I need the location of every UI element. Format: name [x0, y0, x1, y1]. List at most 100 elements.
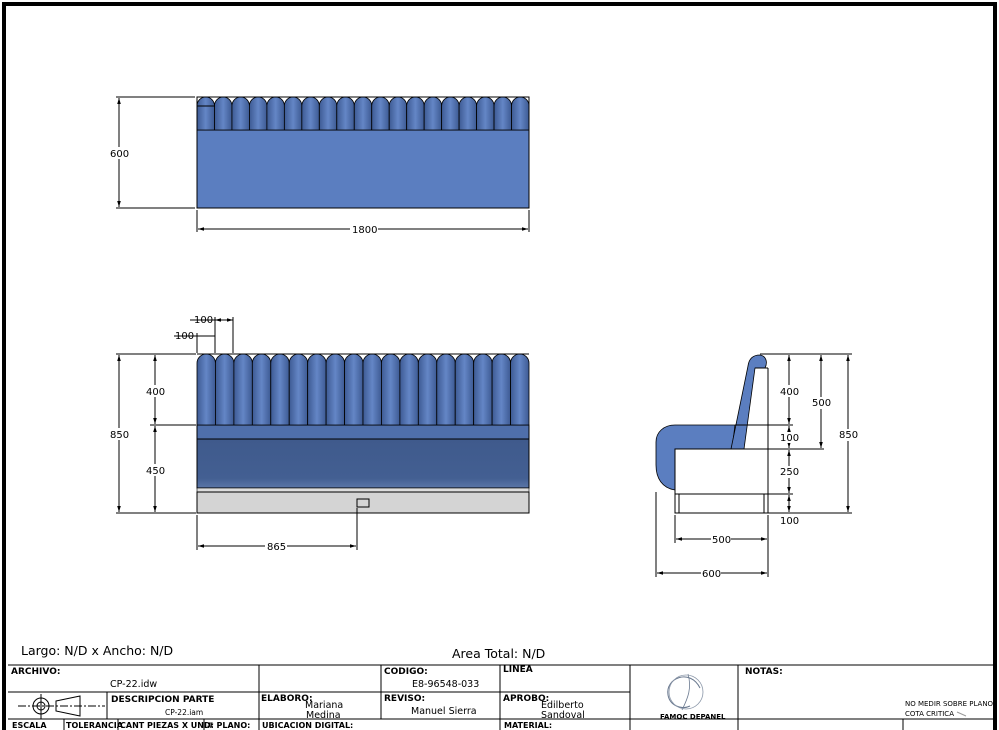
cushion — [214, 96, 233, 131]
dim-label: 850 — [839, 430, 858, 441]
armrest — [655, 424, 736, 491]
backrest — [730, 354, 767, 450]
cushion — [371, 96, 390, 131]
dim-label: 850 — [110, 430, 129, 441]
cushion — [458, 96, 477, 131]
reviso-value: Manuel Sierra — [411, 706, 477, 717]
elaboro-value-2: Medina — [306, 710, 341, 721]
descripcion-value: CP-22.iam — [165, 708, 203, 717]
cushion — [417, 353, 438, 426]
cushion — [251, 353, 272, 426]
cushion — [473, 353, 493, 426]
aprobo-label: APROBO: — [503, 694, 549, 704]
elaboro-value: Mariana — [305, 700, 343, 711]
dim-label: 500 — [812, 398, 831, 409]
dim-top-width: 1800 — [196, 210, 530, 236]
legs — [674, 493, 769, 514]
nota-cota-critica: COTA CRITICA — [905, 710, 954, 718]
nota-no-medir: NO MEDIR SOBRE PLANO — [905, 700, 994, 708]
title-block: ARCHIVO: CP-22.idw CODIGO: E8-96548-033 … — [8, 664, 994, 730]
dim-front-height: 850 400 450 — [108, 353, 196, 514]
cushion — [362, 353, 382, 426]
cushion — [318, 96, 338, 131]
top-view-body — [196, 129, 530, 209]
cant-label: CANT PIEZAS X UND: — [120, 721, 214, 730]
dim-label: 250 — [780, 467, 799, 478]
aprobo-value: Edilberto — [541, 700, 584, 711]
ubicacion-label: UBICACION DIGITAL: — [262, 721, 353, 730]
cushion — [493, 96, 512, 131]
cushion — [454, 353, 475, 426]
cushion — [336, 96, 355, 131]
linea-label: LINEA — [503, 665, 533, 675]
cushion — [381, 353, 401, 426]
front-view-cushions — [196, 353, 530, 426]
cushion — [196, 353, 216, 426]
cushion — [511, 96, 530, 131]
plano-label: # PLANO: — [207, 721, 250, 730]
dim-label: 100 — [780, 433, 799, 444]
cushion — [388, 96, 408, 131]
cushion — [270, 353, 290, 426]
aprobo-value-2: Sandoval — [541, 710, 585, 721]
cushion — [215, 353, 235, 426]
top-view: 600 1800 — [108, 96, 530, 236]
cushion — [196, 96, 215, 131]
area-summary: Area Total: N/D — [452, 646, 545, 661]
cushion — [491, 353, 511, 426]
cushion — [406, 96, 425, 131]
elaboro-label: ELABORO: — [261, 694, 313, 704]
dim-front-cushion: 100 100 — [174, 315, 234, 353]
dim-label: 400 — [780, 387, 799, 398]
dim-label: 100 — [780, 516, 799, 527]
cushion — [399, 353, 419, 426]
projection-symbol-icon — [18, 694, 105, 719]
dim-label: 500 — [712, 535, 731, 546]
codigo-value: E8-96548-033 — [412, 679, 479, 690]
cushion — [344, 353, 364, 426]
archivo-value: CP-22.idw — [110, 679, 157, 690]
dim-label: 100 — [194, 315, 213, 326]
company-logo: FAMOC DEPANEL — [660, 673, 726, 721]
dim-label: 100 — [175, 331, 194, 342]
dim-label: 865 — [267, 542, 286, 553]
cushion — [510, 353, 530, 426]
side-dims: 400 100 250 100 500 850 500 600 — [655, 353, 858, 580]
cota-critica-icon — [956, 711, 967, 717]
cushion — [476, 96, 495, 131]
size-summary: Largo: N/D x Ancho: N/D — [21, 643, 173, 658]
cushion — [283, 96, 303, 131]
cushion — [436, 353, 456, 426]
cushion — [307, 353, 327, 426]
cushion — [441, 96, 460, 131]
cushion — [325, 353, 345, 426]
front-view: 850 400 450 100 100 865 — [108, 315, 530, 553]
cushion — [231, 96, 250, 131]
dim-top-depth: 600 — [108, 96, 195, 209]
notas-label: NOTAS: — [745, 667, 783, 677]
escala-label: ESCALA — [12, 721, 47, 730]
top-view-cushions — [196, 96, 530, 131]
codigo-label: CODIGO: — [384, 667, 428, 677]
cushion — [266, 96, 285, 131]
cushion — [233, 353, 253, 426]
side-view: 400 100 250 100 500 850 500 600 — [655, 353, 858, 580]
tolerancia-label: TOLERANCIA — [66, 721, 124, 730]
logo-text: FAMOC DEPANEL — [660, 713, 726, 721]
cushion — [423, 96, 443, 131]
cushion — [301, 96, 320, 131]
drawer-handle — [356, 498, 370, 508]
dim-label: 1800 — [352, 225, 377, 236]
dim-label: 600 — [702, 569, 721, 580]
dim-label: 450 — [146, 466, 165, 477]
reviso-label: REVISO: — [384, 694, 425, 704]
material-label: MATERIAL: — [504, 721, 552, 730]
dim-front-center: 865 — [196, 508, 358, 553]
descripcion-label: DESCRIPCION PARTE — [111, 695, 214, 705]
dim-label: 600 — [110, 149, 129, 160]
cushion — [249, 96, 268, 131]
cushion — [353, 96, 373, 131]
dim-label: 400 — [146, 387, 165, 398]
